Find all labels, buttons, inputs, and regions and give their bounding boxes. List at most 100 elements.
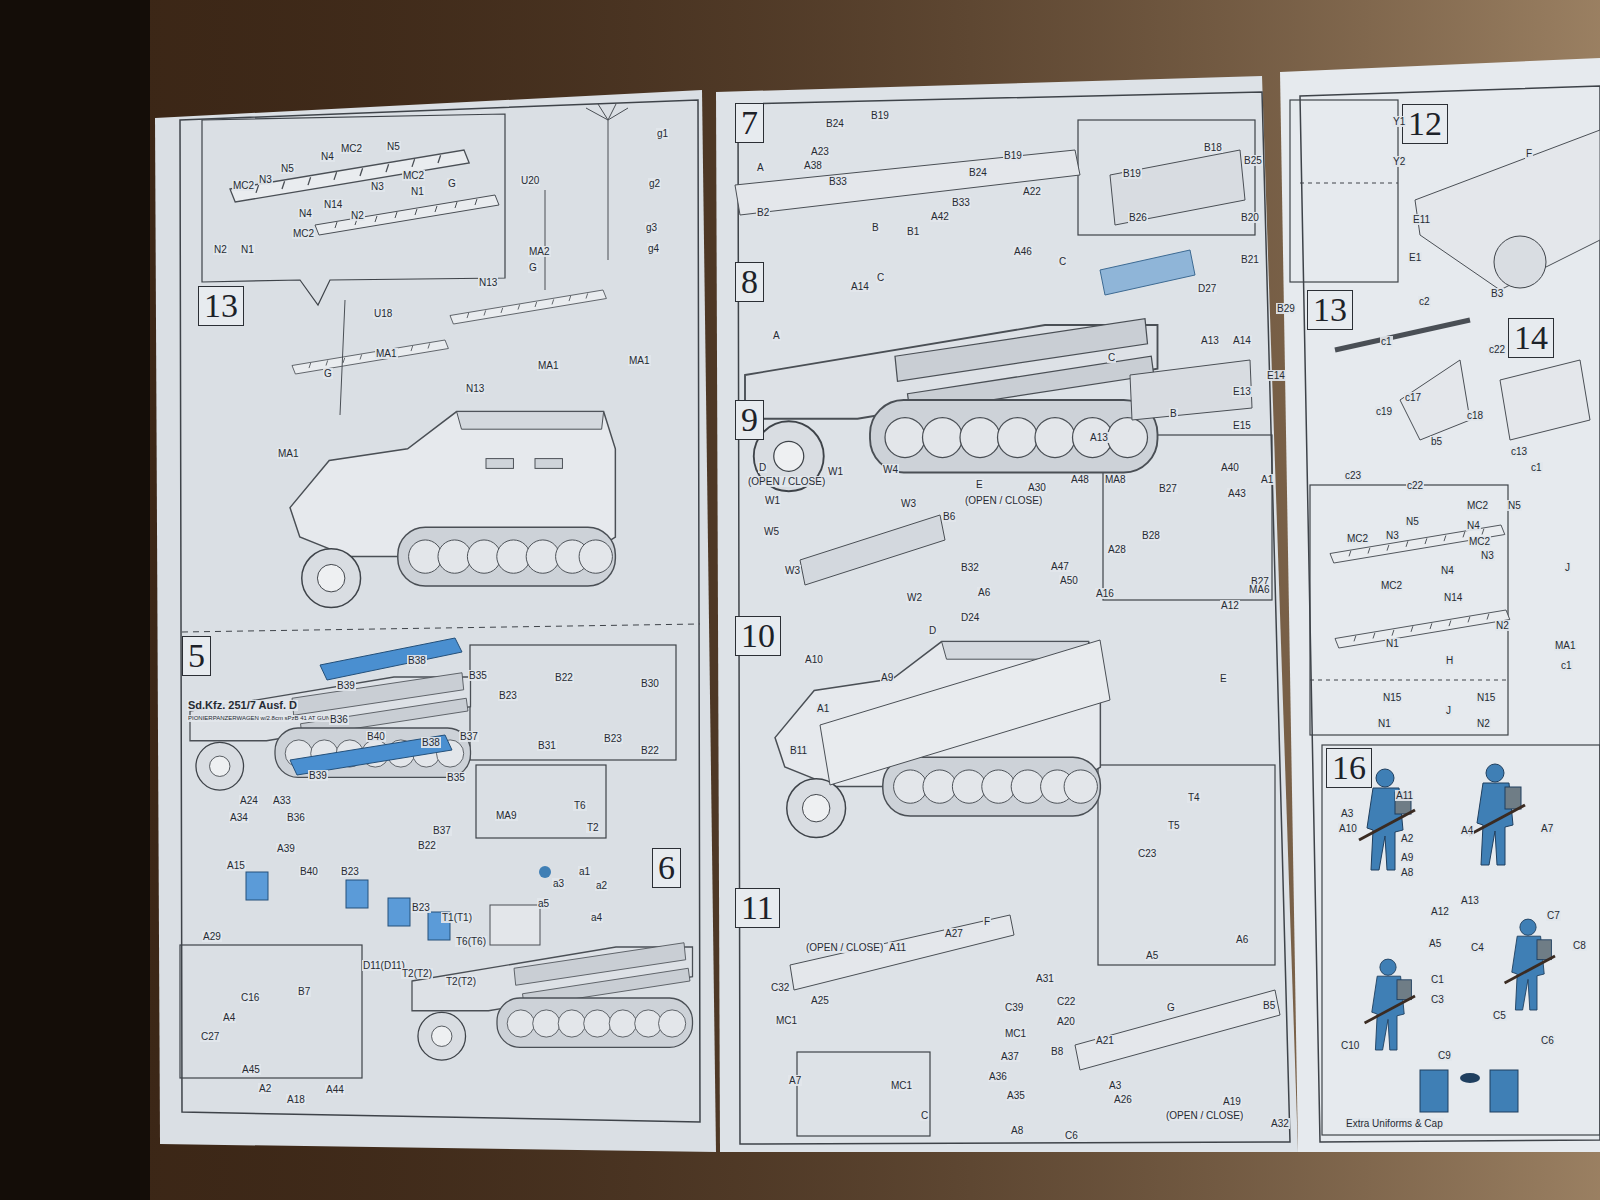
part-label: a1 bbox=[578, 866, 591, 877]
part-label: N1 bbox=[1385, 638, 1400, 649]
part-label: C bbox=[1107, 352, 1116, 363]
part-label: C5 bbox=[1492, 1010, 1507, 1021]
part-label: Y1 bbox=[1392, 116, 1406, 127]
part-label: MC2 bbox=[340, 143, 363, 154]
part-label: MA1 bbox=[277, 448, 300, 459]
part-label: C4 bbox=[1470, 942, 1485, 953]
part-label: A37 bbox=[1000, 1051, 1020, 1062]
part-label: N13 bbox=[478, 277, 498, 288]
part-label: A5 bbox=[1145, 950, 1159, 961]
part-label: A10 bbox=[804, 654, 824, 665]
part-label: A29 bbox=[202, 931, 222, 942]
part-label: MA1 bbox=[537, 360, 560, 371]
part-label: B23 bbox=[411, 902, 431, 913]
part-label: W4 bbox=[882, 464, 899, 475]
part-label: B38 bbox=[407, 655, 427, 666]
part-label: B36 bbox=[286, 812, 306, 823]
part-label: B19 bbox=[1003, 150, 1023, 161]
step-number: 6 bbox=[658, 849, 675, 886]
part-label: Y2 bbox=[1392, 156, 1406, 167]
part-label: A20 bbox=[1056, 1016, 1076, 1027]
part-label: A11 bbox=[1395, 790, 1414, 801]
part-label: B24 bbox=[968, 167, 988, 178]
part-label: D11(D11) bbox=[362, 960, 406, 971]
part-label: B18 bbox=[1203, 142, 1223, 153]
part-label: A9 bbox=[880, 672, 894, 683]
part-label: A8 bbox=[1400, 867, 1414, 878]
part-label: MC2 bbox=[1466, 500, 1489, 511]
part-label: B26 bbox=[1128, 212, 1148, 223]
part-label: A42 bbox=[930, 211, 950, 222]
part-label: A11 bbox=[888, 942, 907, 953]
part-label: MA1 bbox=[375, 348, 398, 359]
part-label: A14 bbox=[850, 281, 870, 292]
part-label: B24 bbox=[825, 118, 845, 129]
part-label: MC2 bbox=[1468, 536, 1491, 547]
part-label: c22 bbox=[1488, 344, 1506, 355]
part-label: A13 bbox=[1460, 895, 1480, 906]
step-number-box: 9 bbox=[735, 400, 764, 440]
part-label: D bbox=[928, 625, 937, 636]
part-label: A44 bbox=[325, 1084, 345, 1095]
part-label: Extra Uniforms & Cap bbox=[1345, 1118, 1444, 1129]
part-label: A13 bbox=[1089, 432, 1109, 443]
part-label: N1 bbox=[1377, 718, 1392, 729]
part-label: N5 bbox=[280, 163, 295, 174]
part-label: MA6 bbox=[1248, 584, 1271, 595]
part-label: A12 bbox=[1430, 906, 1450, 917]
part-label: N1 bbox=[410, 186, 425, 197]
part-label: E13 bbox=[1232, 386, 1252, 397]
part-label: N3 bbox=[258, 174, 273, 185]
vehicle-drawings bbox=[190, 104, 1600, 1112]
part-label: W1 bbox=[827, 466, 844, 477]
part-label: B35 bbox=[468, 670, 488, 681]
part-label: B23 bbox=[498, 690, 518, 701]
part-label: E14 bbox=[1266, 370, 1286, 381]
part-label: N2 bbox=[350, 210, 365, 221]
panel-frame bbox=[738, 92, 1290, 1144]
part-label: B6 bbox=[942, 511, 956, 522]
part-label: B21 bbox=[1240, 254, 1260, 265]
paper-page bbox=[1280, 58, 1600, 1152]
part-label: E15 bbox=[1232, 420, 1252, 431]
part-label: G bbox=[323, 368, 333, 379]
part-label: A5 bbox=[1428, 938, 1442, 949]
part-label: a3 bbox=[552, 878, 565, 889]
step-number: 8 bbox=[741, 263, 758, 300]
part-label: T2 bbox=[586, 822, 600, 833]
part-label: C8 bbox=[1572, 940, 1587, 951]
part-label: A27 bbox=[944, 928, 964, 939]
part-label: C1 bbox=[1430, 974, 1445, 985]
part-label: MC2 bbox=[402, 170, 425, 181]
step-number: 12 bbox=[1408, 105, 1442, 142]
part-label: C6 bbox=[1064, 1130, 1079, 1141]
part-label: MA1 bbox=[1554, 640, 1577, 651]
part-label: c2 bbox=[1418, 296, 1431, 307]
part-label: A16 bbox=[1095, 588, 1115, 599]
part-label: W3 bbox=[900, 498, 917, 509]
part-label: N2 bbox=[1495, 620, 1510, 631]
part-label: b5 bbox=[1430, 436, 1443, 447]
step-number: 11 bbox=[741, 889, 774, 926]
part-label: C bbox=[920, 1110, 929, 1121]
part-label: A40 bbox=[1220, 462, 1240, 473]
paper-page bbox=[716, 76, 1298, 1152]
part-label: g2 bbox=[648, 178, 661, 189]
part-label: A39 bbox=[276, 843, 296, 854]
part-label: N14 bbox=[323, 199, 343, 210]
part-label: N2 bbox=[213, 244, 228, 255]
step-number: 13 bbox=[204, 287, 238, 324]
part-label: A bbox=[756, 162, 765, 173]
part-label: A6 bbox=[1235, 934, 1249, 945]
part-label: N14 bbox=[1443, 592, 1463, 603]
part-label: C3 bbox=[1430, 994, 1445, 1005]
part-label: A32 bbox=[1270, 1118, 1290, 1129]
part-label: B5 bbox=[1262, 1000, 1276, 1011]
part-label: N4 bbox=[1440, 565, 1455, 576]
part-label: B29 bbox=[1276, 303, 1296, 314]
part-label: C39 bbox=[1004, 1002, 1024, 1013]
dashed-divider bbox=[182, 624, 700, 632]
part-label: D27 bbox=[1197, 283, 1217, 294]
part-label: N15 bbox=[1382, 692, 1402, 703]
